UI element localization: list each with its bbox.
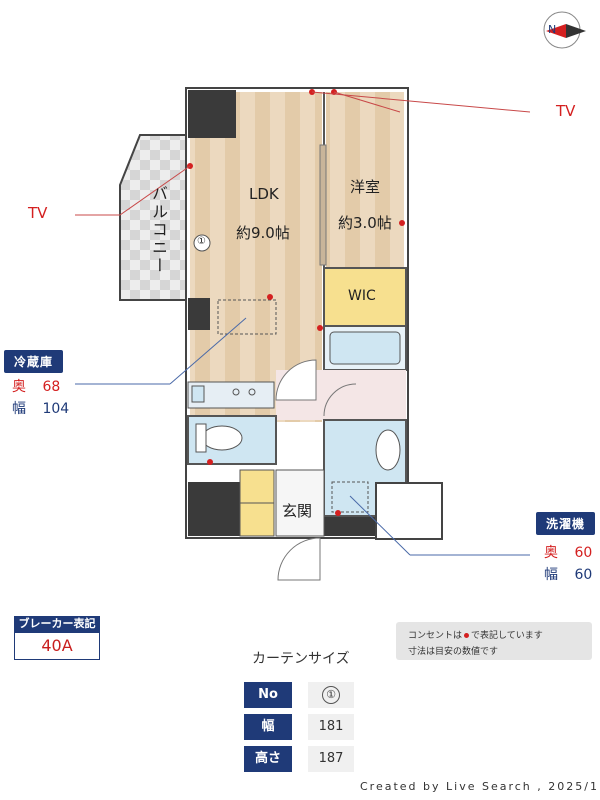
notes-box: コンセントはで表記しています 寸法は目安の数値です <box>396 622 592 660</box>
breaker-value: 40A <box>14 632 100 660</box>
washer-title: 洗濯機 <box>536 512 596 535</box>
western-size: 約3.0帖 <box>338 214 392 232</box>
fridge-depth-label: 奥 <box>12 379 26 395</box>
curtain-no-label: No <box>244 682 292 708</box>
external-box <box>375 482 443 540</box>
western-floor <box>326 92 404 268</box>
balcony-area <box>119 134 187 301</box>
pillar <box>188 90 236 138</box>
curtain-title: カーテンサイズ <box>252 651 350 667</box>
breaker-label: ブレーカー表記 <box>14 616 100 632</box>
curtain-width-label: 幅 <box>244 714 292 740</box>
fridge-depth-value: 68 <box>42 379 61 395</box>
footer-credit: Created by Live Search , 2025/1 <box>360 780 599 793</box>
washer-depth-label: 奥 <box>544 545 558 561</box>
bathtub <box>329 331 401 365</box>
washer-width: 幅 60 <box>544 564 592 584</box>
notes-line1-b: で表記しています <box>471 631 543 641</box>
sink <box>375 429 401 471</box>
fridge-width-value: 104 <box>42 401 70 417</box>
outlet-markers <box>187 89 405 516</box>
ldk-name: LDK <box>249 185 279 203</box>
fridge-width-label: 幅 <box>12 401 26 417</box>
curtain-height-label: 高さ <box>244 746 292 772</box>
washer-space <box>331 481 369 513</box>
tv-label-right: TV <box>556 102 576 120</box>
compass-letter: N <box>548 23 557 36</box>
entrance-label: 玄関 <box>282 502 313 520</box>
pillar <box>188 298 210 330</box>
fridge-space <box>217 299 277 335</box>
tv-label-left: TV <box>28 204 48 222</box>
washer-width-label: 幅 <box>544 567 558 583</box>
balcony-label: バルコニー <box>149 185 168 275</box>
fridge-title: 冷蔵庫 <box>4 350 64 373</box>
fridge-depth: 奥 68 <box>12 376 60 396</box>
pillar <box>188 482 240 536</box>
notes-line2: 寸法は目安の数値です <box>408 647 499 657</box>
outlet-legend-icon <box>464 633 470 638</box>
notes-line1-a: コンセントは <box>408 631 463 641</box>
toilet <box>201 425 243 451</box>
curtain-marker: ① <box>197 236 206 247</box>
entrance-area <box>275 469 325 537</box>
washer-depth: 奥 60 <box>544 542 592 562</box>
curtain-height-value: 187 <box>308 746 354 772</box>
washer-width-value: 60 <box>574 567 593 583</box>
fridge-width: 幅 104 <box>12 398 69 418</box>
western-name: 洋室 <box>350 178 381 196</box>
washer-depth-value: 60 <box>574 545 593 561</box>
ldk-size: 約9.0帖 <box>236 224 290 242</box>
wic-label: WIC <box>348 288 376 304</box>
curtain-no-cell: ① <box>308 682 354 708</box>
curtain-no-value: ① <box>322 686 340 704</box>
pillar <box>324 516 376 536</box>
curtain-width-value: 181 <box>308 714 354 740</box>
